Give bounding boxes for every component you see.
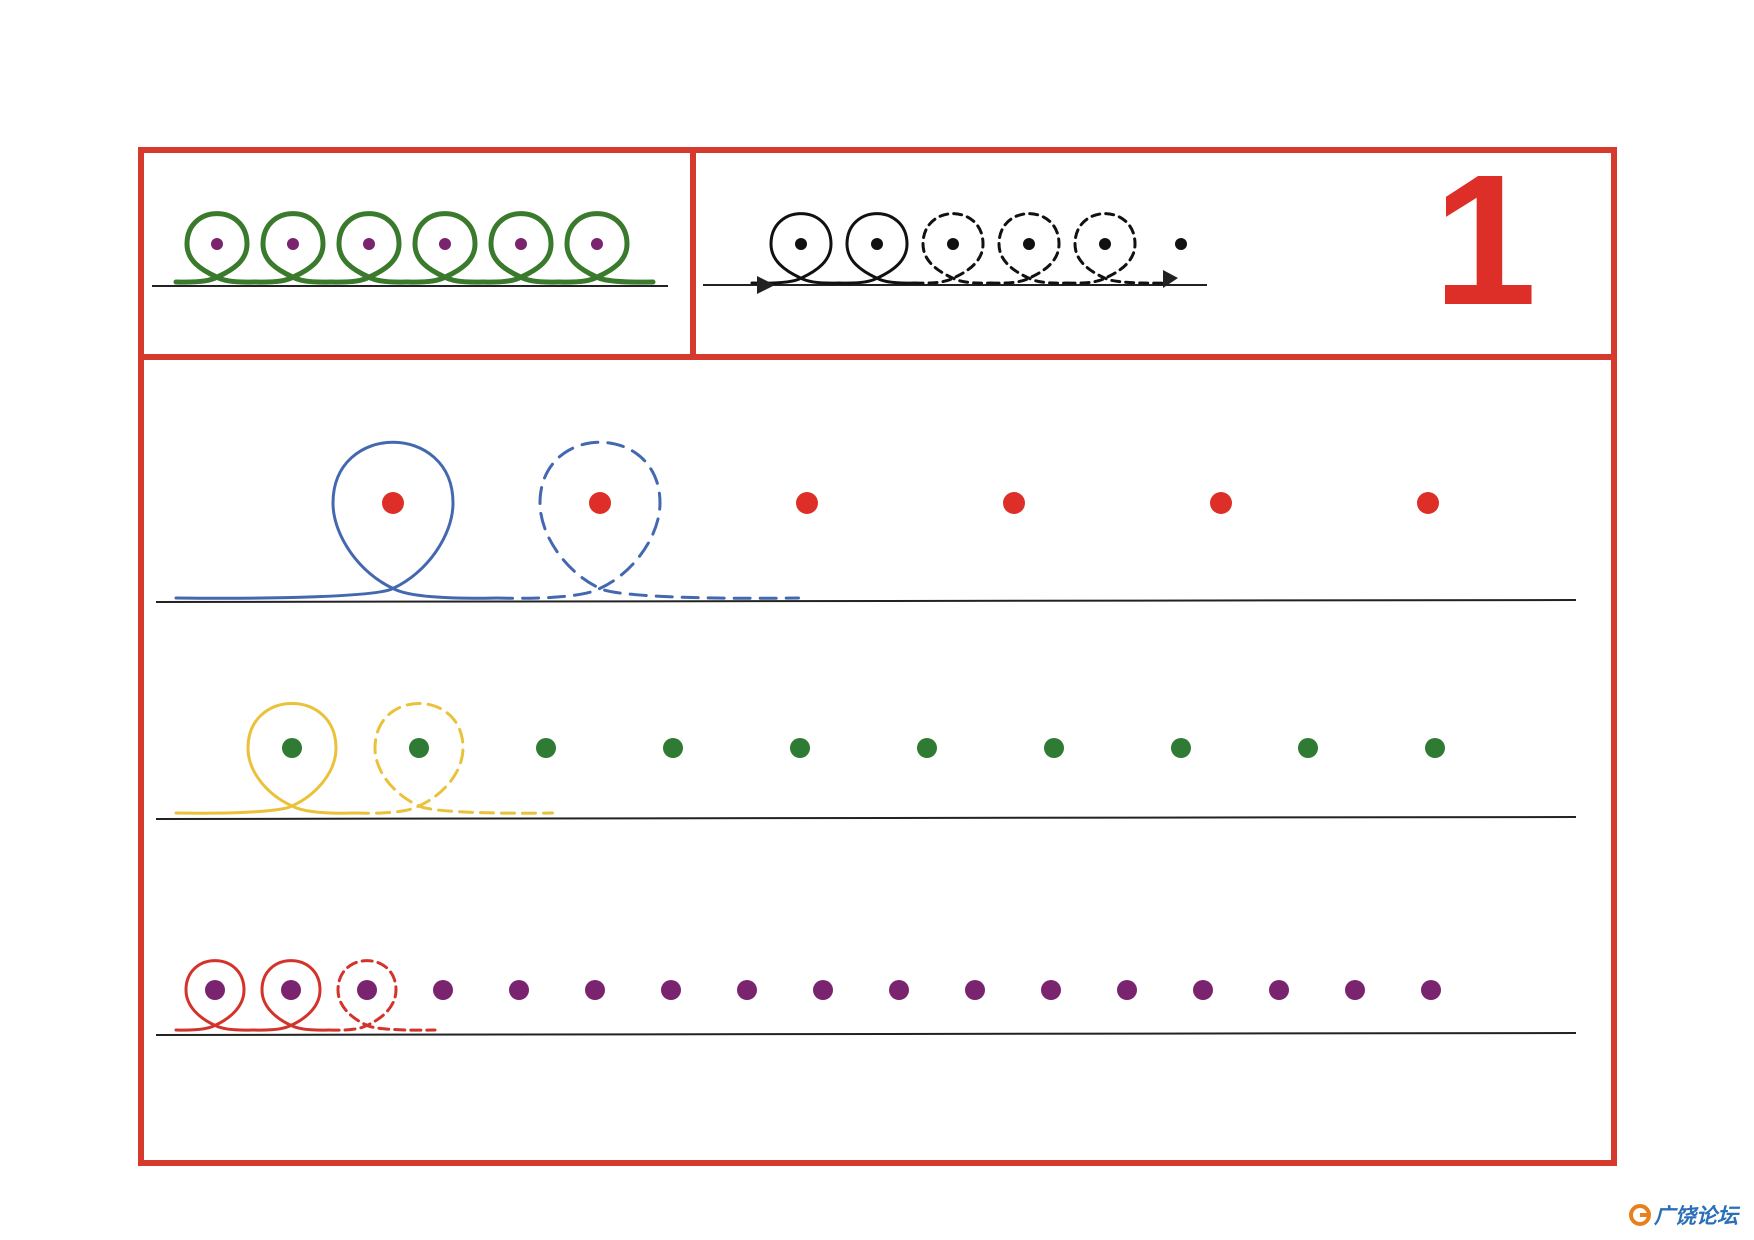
red-row	[155, 959, 1577, 1036]
practice-area	[155, 440, 1577, 1036]
solid-loop	[251, 959, 331, 1032]
tracing-dot	[1171, 738, 1191, 758]
dashed-loop	[495, 440, 800, 600]
solid-loop	[174, 702, 357, 815]
tracing-dot	[796, 492, 818, 514]
tracing-dot	[439, 238, 451, 250]
tracing-dot	[1044, 738, 1064, 758]
baseline	[155, 599, 1577, 603]
tracing-dot	[585, 980, 605, 1000]
tracing-dot	[1210, 492, 1232, 514]
tracing-dot	[1003, 492, 1025, 514]
baseline	[155, 1032, 1577, 1036]
solid-loop	[252, 211, 334, 285]
tracing-dot	[737, 980, 757, 1000]
solid-loop	[750, 212, 841, 285]
solid-loop	[173, 211, 258, 285]
outer-border	[138, 147, 1617, 1166]
yellow-row	[155, 702, 1577, 820]
tracing-dot	[589, 492, 611, 514]
tracing-dot	[211, 238, 223, 250]
tracing-dot	[917, 738, 937, 758]
tracing-dot	[1298, 738, 1318, 758]
tracing-dot	[790, 738, 810, 758]
tracing-dot	[965, 980, 985, 1000]
tracing-dot	[536, 738, 556, 758]
tracing-dot	[1041, 980, 1061, 1000]
tracing-dot	[813, 980, 833, 1000]
tracing-dot	[509, 980, 529, 1000]
example-panel-green-loops	[152, 211, 668, 287]
tracing-dot	[1175, 238, 1187, 250]
dashed-loop	[327, 959, 437, 1032]
blue-row	[155, 440, 1577, 603]
solid-loop	[556, 211, 656, 285]
tracing-dot	[409, 738, 429, 758]
tracing-dot	[1117, 980, 1137, 1000]
tracing-dot	[1023, 238, 1035, 250]
page-number: 1	[1433, 137, 1536, 344]
dashed-loop	[1065, 212, 1169, 285]
tracing-dot	[1099, 238, 1111, 250]
tracing-dot	[591, 238, 603, 250]
baseline	[155, 816, 1577, 820]
tracing-dot	[1269, 980, 1289, 1000]
dashed-loop	[354, 702, 554, 815]
start-arrow-icon	[757, 276, 775, 294]
tracing-dot	[889, 980, 909, 1000]
tracing-dot	[871, 238, 883, 250]
dashed-loop	[913, 212, 993, 285]
tracing-dot	[1421, 980, 1441, 1000]
tracing-dot	[795, 238, 807, 250]
tracing-dot	[281, 980, 301, 1000]
tracing-dot	[357, 980, 377, 1000]
tracing-dot	[661, 980, 681, 1000]
tracing-dot	[1193, 980, 1213, 1000]
example-panel-black-tracing	[703, 212, 1207, 294]
watermark: 广饶论坛	[1628, 1200, 1738, 1230]
tracing-dot	[205, 980, 225, 1000]
dashed-loop	[989, 212, 1069, 285]
tracing-dot	[515, 238, 527, 250]
solid-loop	[174, 959, 255, 1032]
tracing-dot	[433, 980, 453, 1000]
watermark-text: 广饶论坛	[1654, 1204, 1738, 1228]
solid-loop	[328, 211, 410, 285]
solid-loop	[837, 212, 917, 285]
tracing-dot	[1425, 738, 1445, 758]
solid-loop	[480, 211, 562, 285]
tracing-dot	[1417, 492, 1439, 514]
tracing-dot	[363, 238, 375, 250]
tracing-dot	[663, 738, 683, 758]
g-logo-icon	[1629, 1204, 1651, 1226]
tracing-dot	[287, 238, 299, 250]
tracing-dot	[282, 738, 302, 758]
tracing-dot	[947, 238, 959, 250]
solid-loop	[174, 440, 498, 600]
tracing-dot	[1345, 980, 1365, 1000]
end-arrow-icon	[1163, 270, 1178, 288]
solid-loop	[404, 211, 486, 285]
tracing-dot	[382, 492, 404, 514]
worksheet-frame	[138, 147, 1617, 1166]
